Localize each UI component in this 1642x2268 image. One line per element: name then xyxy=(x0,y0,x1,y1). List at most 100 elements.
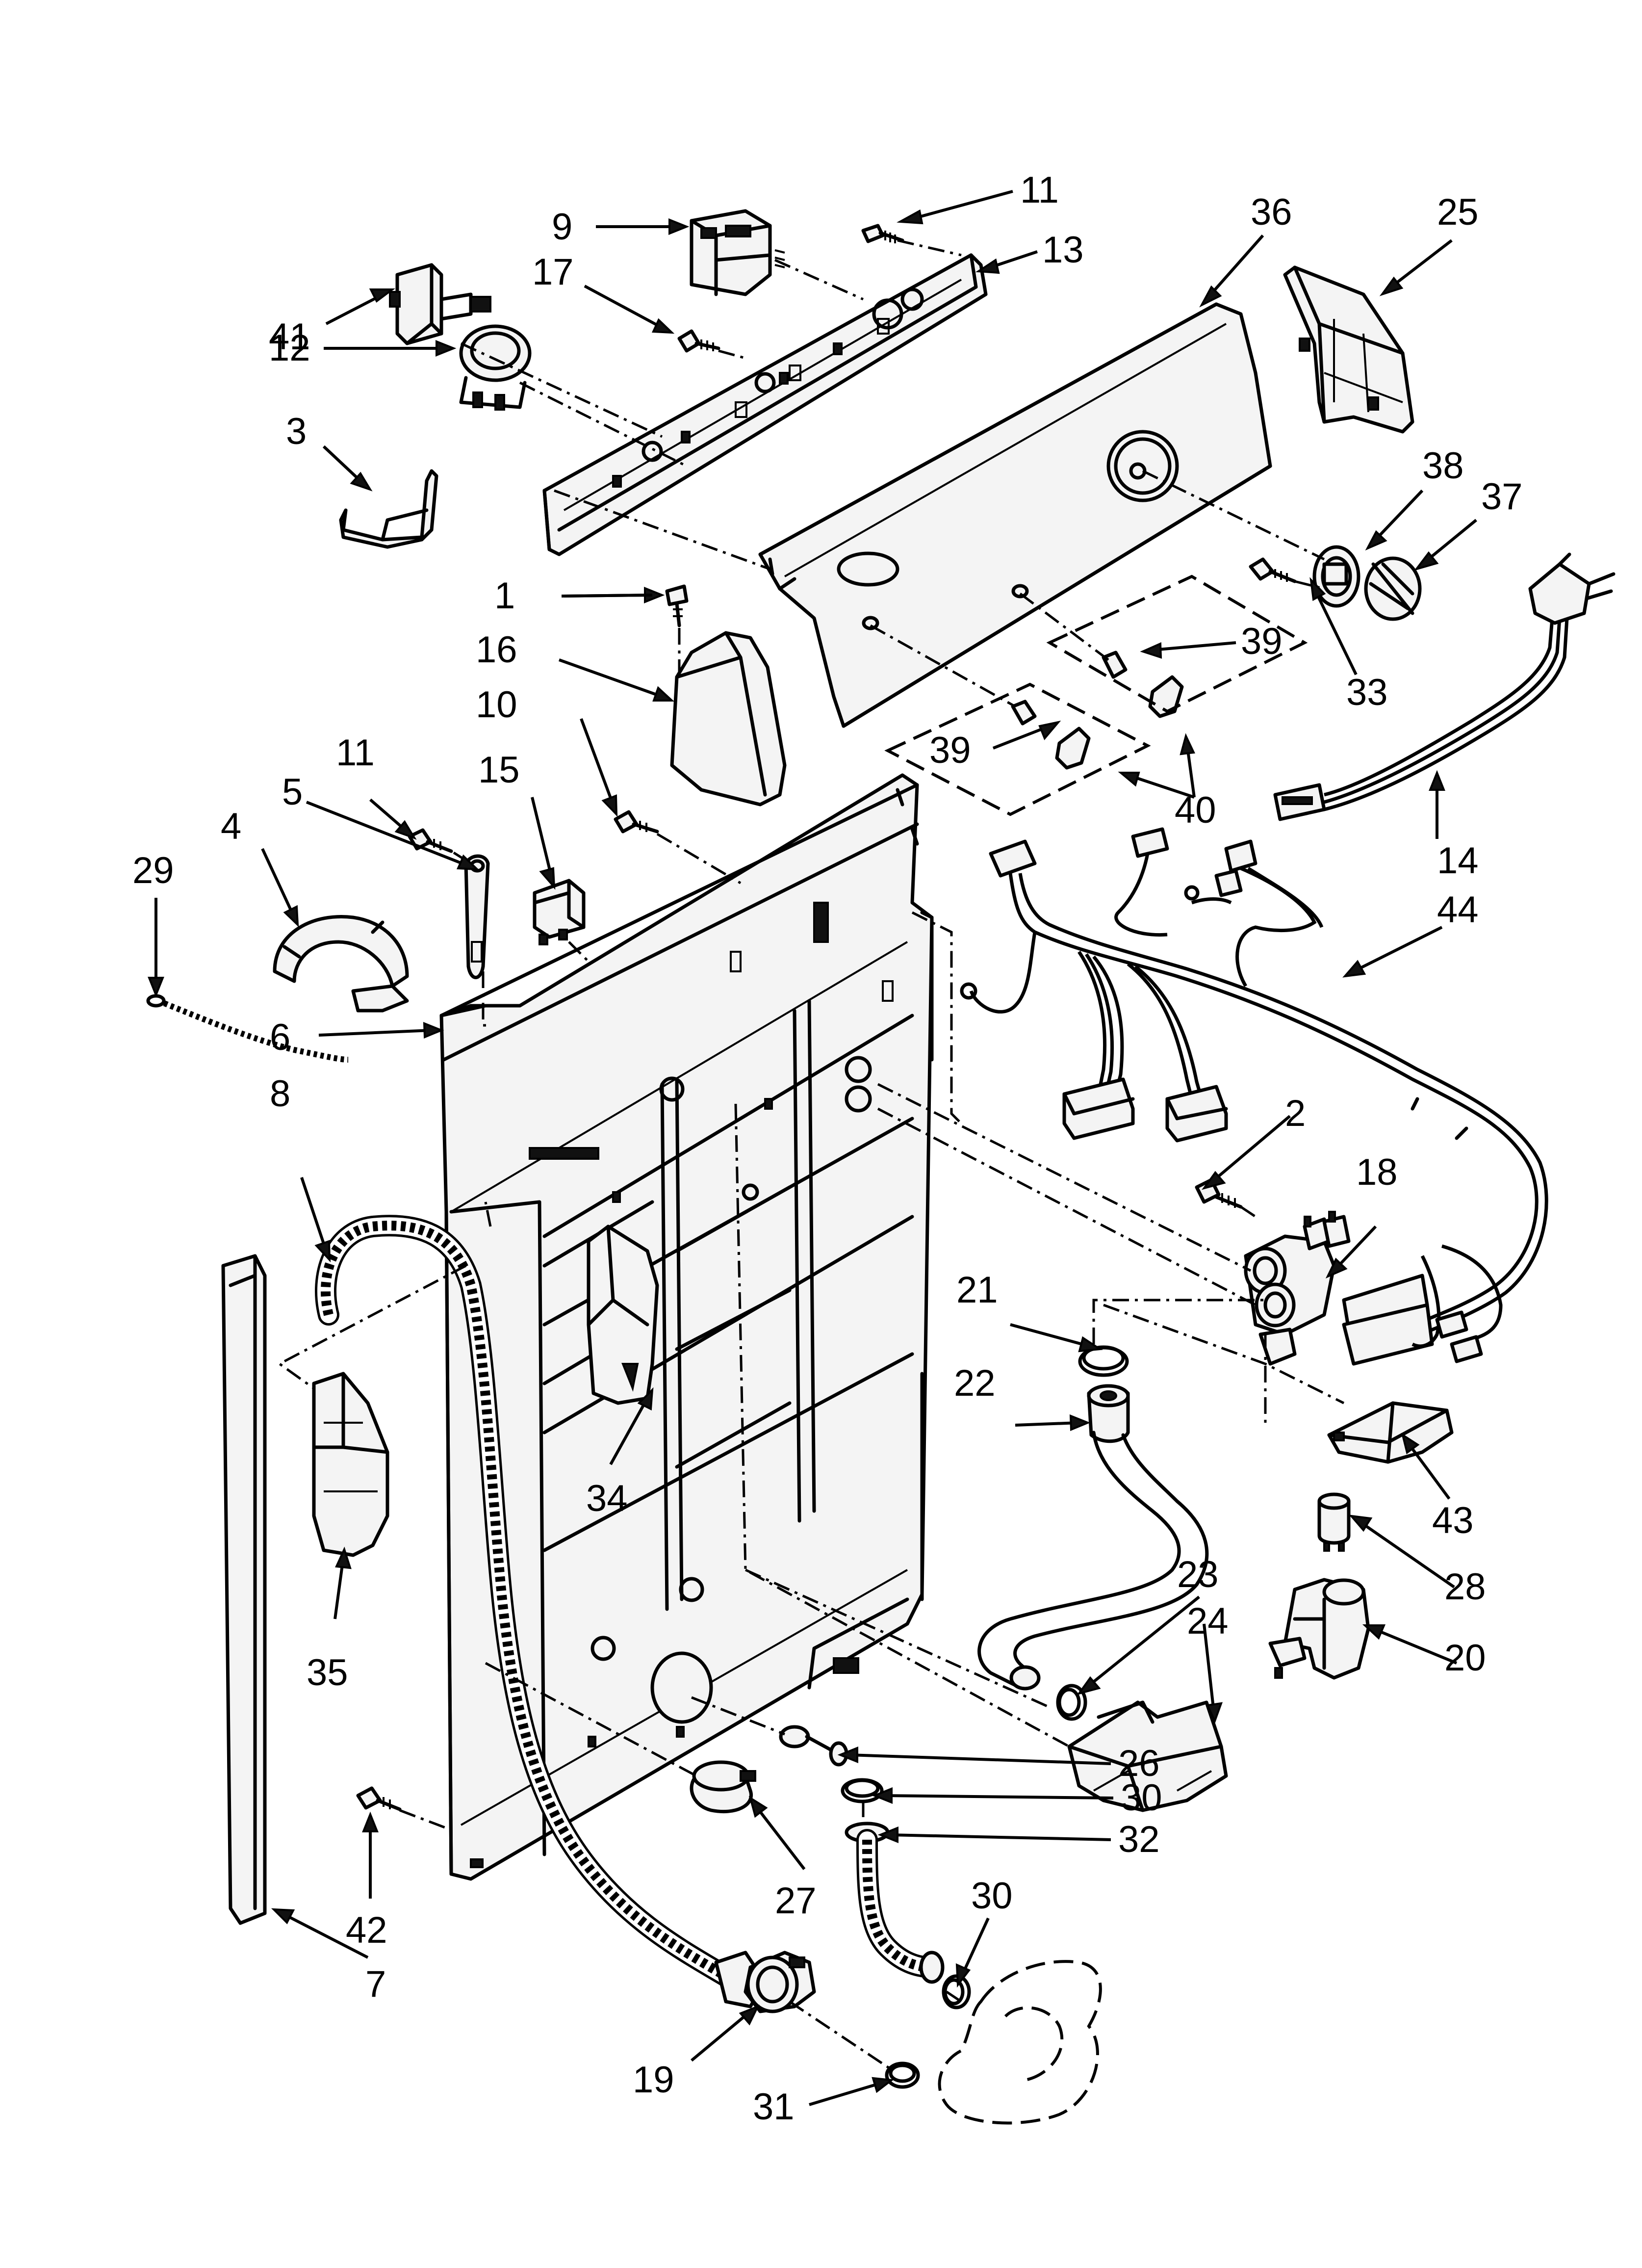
water-level-switch-part xyxy=(459,324,532,411)
callout-39-lower: 39 xyxy=(929,730,971,771)
callout-34: 34 xyxy=(586,1478,628,1519)
callout-35: 35 xyxy=(307,1652,348,1694)
selector-knob-part-lower xyxy=(1011,700,1091,770)
callout-44: 44 xyxy=(1437,889,1479,931)
callout-5: 5 xyxy=(282,771,303,813)
screw-part-42 xyxy=(356,1786,402,1811)
mounting-bracket-part xyxy=(339,469,438,549)
screw-part-33 xyxy=(1249,557,1297,583)
callout-22: 22 xyxy=(954,1362,996,1404)
callout-38: 38 xyxy=(1422,445,1464,487)
callout-2: 2 xyxy=(1285,1093,1306,1134)
tub-outlet-phantom xyxy=(938,1960,1102,2125)
hose-clamp-part-23 xyxy=(1056,1684,1087,1721)
callout-27: 27 xyxy=(775,1880,817,1922)
callout-30-lower: 30 xyxy=(971,1875,1013,1917)
callout-15: 15 xyxy=(478,749,520,791)
callout-11-top: 11 xyxy=(1020,169,1059,211)
lid-latch-strap-part xyxy=(464,854,490,979)
callout-28: 28 xyxy=(1444,1566,1486,1608)
drain-plug-part xyxy=(779,1725,848,1767)
vertical-trim-strip-part xyxy=(221,1254,267,1925)
internal-bracket-part xyxy=(587,1225,659,1405)
callout-40: 40 xyxy=(1175,789,1216,831)
cable-tie-part xyxy=(146,994,349,1063)
top-panel-frame-part xyxy=(439,1004,487,1017)
cabinet-rear-panel-part xyxy=(439,773,934,1881)
callout-32: 32 xyxy=(1118,1819,1160,1860)
callout-6: 6 xyxy=(270,1017,290,1058)
callout-43: 43 xyxy=(1432,1500,1474,1541)
console-end-cap-part xyxy=(1283,265,1414,434)
hose-clamp-part-27 xyxy=(690,1760,756,1814)
fill-hose-part xyxy=(977,1384,1209,1691)
callout-41: 41 xyxy=(269,316,310,358)
callout-4: 4 xyxy=(221,806,241,847)
callout-24: 24 xyxy=(1187,1600,1229,1642)
callout-21: 21 xyxy=(956,1269,998,1311)
valve-bracket-part xyxy=(1327,1401,1454,1464)
hose-guide-part xyxy=(273,915,409,1013)
hose-clamp-part-31 xyxy=(885,2061,920,2089)
console-panel-part xyxy=(758,302,1272,728)
timer-knob-part xyxy=(1364,556,1422,621)
water-valve-part xyxy=(1244,1211,1351,1366)
callout-9: 9 xyxy=(552,206,572,248)
screw-part-10 xyxy=(614,810,659,834)
selector-switch-part xyxy=(389,263,491,345)
callout-37: 37 xyxy=(1481,476,1523,518)
callout-11-left: 11 xyxy=(336,732,375,774)
assembly-lines xyxy=(277,239,1345,2072)
callout-39-upper: 39 xyxy=(1241,621,1283,662)
callout-7: 7 xyxy=(365,1963,386,2005)
callout-8: 8 xyxy=(270,1073,290,1115)
callout-1: 1 xyxy=(494,575,515,617)
drain-housing-part xyxy=(312,1372,389,1557)
selector-knob-part-upper xyxy=(1102,651,1184,718)
drain-pump-part xyxy=(1268,1578,1370,1680)
callout-16: 16 xyxy=(476,629,517,671)
console-bracket-part xyxy=(542,253,988,556)
callout-13: 13 xyxy=(1042,229,1084,271)
callout-30-upper: 30 xyxy=(1121,1777,1162,1819)
power-cord-part xyxy=(1273,552,1616,821)
screw-part-17 xyxy=(677,329,720,353)
callout-42: 42 xyxy=(346,1909,387,1951)
timer-module-part xyxy=(690,209,785,296)
callout-17: 17 xyxy=(532,251,574,293)
callout-19: 19 xyxy=(633,2059,674,2101)
callout-36: 36 xyxy=(1251,191,1292,233)
callout-12: 12 xyxy=(269,327,310,369)
lid-switch-part xyxy=(533,879,586,945)
pump-housing-part xyxy=(1067,1700,1228,1812)
callout-14: 14 xyxy=(1437,840,1479,882)
hose-clamp-part-30-lower xyxy=(942,1974,971,2009)
hose-connector-part xyxy=(744,1951,816,2013)
screw-part-top xyxy=(861,224,904,243)
wire-harness-part xyxy=(960,827,1548,1366)
callout-10: 10 xyxy=(476,684,517,726)
screw-part-1 xyxy=(665,584,689,627)
callout-20: 20 xyxy=(1444,1637,1486,1679)
callout-25: 25 xyxy=(1437,191,1479,233)
capacitor-part xyxy=(1317,1492,1351,1552)
knob-kit-lower-box xyxy=(884,682,1151,816)
pump-drain-hose-part xyxy=(845,1822,945,1984)
callout-31: 31 xyxy=(753,2086,795,2128)
callout-33: 33 xyxy=(1346,672,1388,713)
callout-18: 18 xyxy=(1356,1151,1398,1193)
knob-skirt-part xyxy=(1312,545,1360,608)
knob-kit-upper-box xyxy=(1046,574,1308,713)
hose-clamp-part-30-upper xyxy=(841,1778,884,1803)
callout-3: 3 xyxy=(286,411,307,452)
callout-labels: 11 9 36 25 13 17 41 12 3 38 37 1 16 39 3… xyxy=(132,169,1523,2128)
callout-29: 29 xyxy=(132,850,174,891)
console-end-cap-left-part xyxy=(670,631,787,807)
hose-clamp-part-21 xyxy=(1078,1345,1129,1377)
callout-26: 26 xyxy=(1118,1743,1160,1784)
screw-part-2 xyxy=(1195,1178,1243,1209)
leader-arrows xyxy=(148,190,1477,2106)
screw-part-11-left xyxy=(408,828,453,853)
callout-23: 23 xyxy=(1177,1554,1219,1595)
